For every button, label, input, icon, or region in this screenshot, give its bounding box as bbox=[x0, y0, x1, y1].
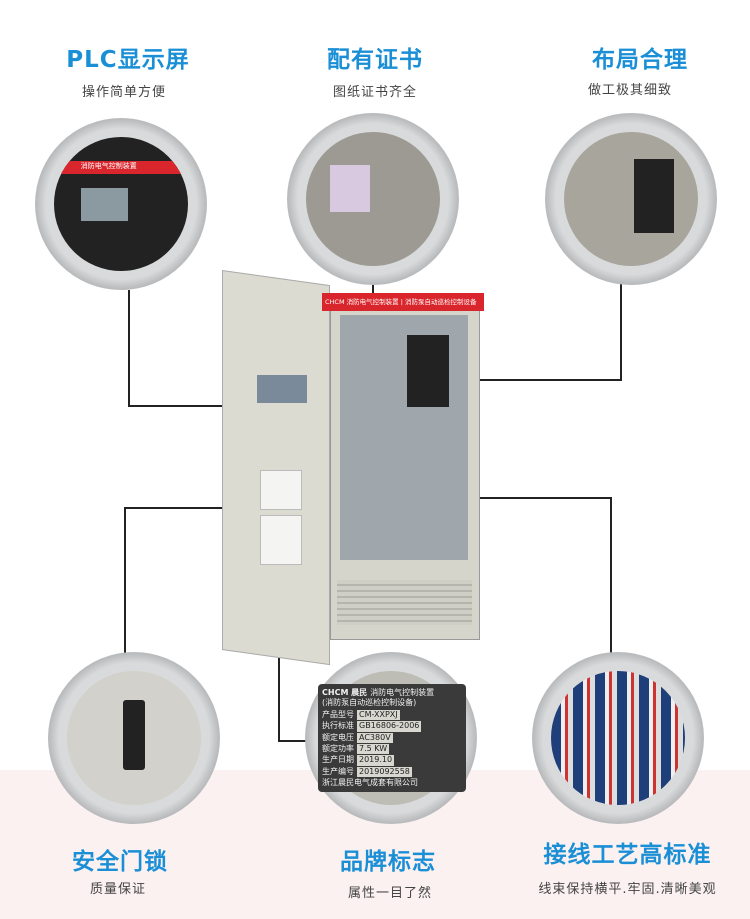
connector-line bbox=[620, 282, 622, 380]
connector-line bbox=[128, 290, 130, 407]
connector-line bbox=[610, 497, 612, 662]
value: 2019.10 bbox=[357, 755, 395, 766]
plc-module bbox=[257, 375, 307, 403]
connector-line bbox=[124, 507, 224, 509]
feature-subtitle: 质量保证 bbox=[89, 882, 146, 897]
cabinet-door bbox=[222, 270, 330, 666]
connector-line bbox=[124, 507, 126, 657]
connector-line bbox=[372, 282, 374, 302]
feature-title: 布局合理 bbox=[592, 47, 688, 73]
vent-grille bbox=[337, 580, 472, 625]
cabinet-banner: CHCM 消防电气控制装置 | 消防泵自动巡检控制设备 bbox=[322, 293, 484, 311]
value: 7.5 KW bbox=[357, 743, 390, 755]
connector-line bbox=[470, 497, 612, 499]
door-document bbox=[260, 515, 302, 565]
label: 额定功率 bbox=[322, 743, 354, 753]
value: GB16806-2006 bbox=[357, 721, 422, 732]
feature-title: 品牌标志 bbox=[340, 849, 436, 875]
certificate-photo bbox=[287, 113, 459, 285]
product-name: 消防电气控制装置 bbox=[370, 688, 435, 697]
feature-title: 配有证书 bbox=[327, 47, 423, 73]
label: 执行标准 bbox=[322, 721, 354, 731]
feature-title: 接线工艺高标准 bbox=[543, 842, 712, 868]
feature-subtitle: 线束保持横平.牢固.清晰美观 bbox=[538, 882, 717, 897]
door-document bbox=[260, 470, 302, 510]
feature-subtitle: 图纸证书齐全 bbox=[332, 85, 417, 100]
feature-title: PLC显示屏 bbox=[66, 47, 190, 73]
inverter bbox=[407, 335, 449, 407]
feature-subtitle: 操作简单方便 bbox=[81, 85, 166, 100]
connector-line bbox=[475, 379, 622, 381]
value: AC380V bbox=[357, 732, 393, 743]
connector-line bbox=[278, 620, 280, 742]
brand: CHCM 晨民 bbox=[322, 688, 368, 697]
wiring-photo bbox=[532, 652, 704, 824]
label: 产品型号 bbox=[322, 709, 354, 719]
value: CM-XXPXJ bbox=[357, 709, 400, 721]
label: 生产日期 bbox=[322, 755, 354, 765]
company: 浙江晨民电气成套有限公司 bbox=[322, 778, 418, 788]
product-sub: (消防泵自动巡检控制设备) bbox=[322, 698, 417, 708]
label: 生产编号 bbox=[322, 766, 354, 776]
door-lock-photo bbox=[48, 652, 220, 824]
connector-line bbox=[128, 405, 223, 407]
value: 2019092558 bbox=[357, 766, 412, 778]
connector-line bbox=[278, 740, 318, 742]
feature-subtitle: 属性一目了然 bbox=[347, 886, 432, 901]
feature-title: 安全门锁 bbox=[72, 849, 168, 875]
plc-panel-label: 消防电气控制装置 bbox=[53, 161, 189, 175]
label: 额定电压 bbox=[322, 732, 354, 742]
control-cabinet: CHCM 消防电气控制装置 | 消防泵自动巡检控制设备 bbox=[222, 270, 484, 666]
layout-photo bbox=[545, 113, 717, 285]
feature-subtitle: 做工极其细致 bbox=[587, 83, 672, 98]
plc-display-photo: 消防电气控制装置 bbox=[35, 118, 207, 290]
